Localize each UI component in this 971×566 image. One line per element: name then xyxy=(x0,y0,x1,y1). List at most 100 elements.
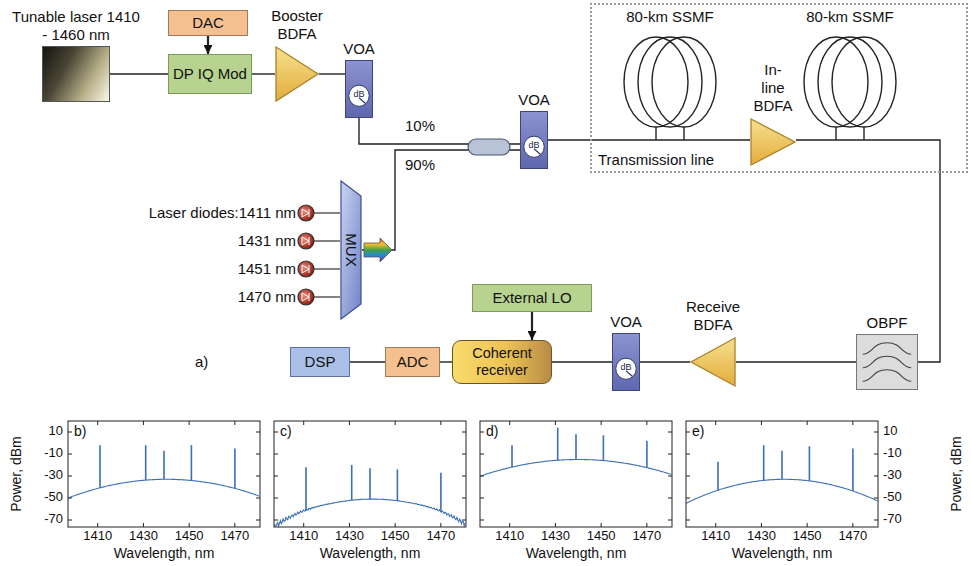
annotation: 1431 nm xyxy=(238,232,296,249)
tick-label: 1450 xyxy=(381,529,410,544)
axis-title: Power, dBm xyxy=(948,436,964,511)
box-text: External LO xyxy=(492,289,571,307)
node-outline xyxy=(275,46,319,102)
component-label: VOA xyxy=(518,91,550,109)
wdm-arrow xyxy=(364,238,392,262)
fiber-connector xyxy=(362,150,520,250)
annotation: Laser diodes:1411 nm xyxy=(149,204,296,221)
tick-label: 1430 xyxy=(129,529,158,544)
annotation: b) xyxy=(74,423,86,439)
tunable-laser: Tunable laser 1410 - 1460 nm xyxy=(42,46,110,102)
axis-title: Power, dBm xyxy=(8,436,24,511)
component-label: Tunable laser 1410 - 1460 nm xyxy=(12,8,140,44)
tick-label: -10 xyxy=(44,446,63,461)
fiber-connector xyxy=(640,361,690,362)
box-text: DSP xyxy=(305,353,336,371)
spectrum xyxy=(480,421,672,527)
laser-diodes xyxy=(298,205,340,305)
annotation: Wavelength, nm xyxy=(732,545,833,561)
fiber-connector xyxy=(736,361,856,362)
tick-label: 1450 xyxy=(793,529,822,544)
fiber-connector xyxy=(110,73,168,74)
fiber-connector xyxy=(319,73,345,74)
component-label: VOA xyxy=(343,40,375,58)
mux-trapezoid: MUX xyxy=(340,180,362,320)
node-outline xyxy=(750,118,796,166)
fiber-connector xyxy=(548,139,750,140)
annotation: Wavelength, nm xyxy=(320,545,421,561)
fiber-connector xyxy=(207,36,209,54)
tick-label: -70 xyxy=(44,512,63,527)
annotation: Wavelength, nm xyxy=(114,545,215,561)
box-text: DP IQ Mod xyxy=(173,65,247,83)
annotation: 1470 nm xyxy=(238,288,296,305)
annotation: 80-km SSMF xyxy=(806,8,894,25)
annotation: 1451 nm xyxy=(238,260,296,277)
tick-label: 1410 xyxy=(289,529,318,544)
component-label: Booster BDFA xyxy=(271,7,323,43)
filter-box: OBPF xyxy=(856,334,918,390)
process-box: ADC xyxy=(385,347,440,377)
amplifier-triangle: Booster BDFA xyxy=(275,46,319,102)
fiber-coupler xyxy=(468,139,510,155)
tick-label: 1470 xyxy=(220,529,249,544)
component-label: VOA xyxy=(610,313,642,331)
tick-label: 1470 xyxy=(426,529,455,544)
region-label: Transmission line xyxy=(598,151,714,169)
box-text: DAC xyxy=(192,14,224,32)
tick-label: -30 xyxy=(883,468,902,483)
component-label: MUX xyxy=(342,233,360,266)
coherent-receiver: Coherent receiver xyxy=(452,340,552,384)
amplifier-triangle: Receive BDFA xyxy=(690,337,736,387)
box-text: Coherent receiver xyxy=(457,345,547,378)
tick-label: 1450 xyxy=(175,529,204,544)
component-label: In-line BDFA xyxy=(753,61,792,115)
spectrum xyxy=(68,421,260,527)
component-label: Receive BDFA xyxy=(686,298,740,334)
voa-box: VOAdB xyxy=(345,60,373,118)
tick-label: 1410 xyxy=(495,529,524,544)
spectrum-plots xyxy=(68,421,878,527)
tick-label: -30 xyxy=(44,468,63,483)
annotation: a) xyxy=(195,353,208,370)
fiber-connector xyxy=(252,73,275,74)
spectrum xyxy=(274,421,466,527)
fiber-connector xyxy=(440,361,452,362)
process-box: External LO xyxy=(472,284,592,312)
tick-label: -50 xyxy=(44,490,63,505)
tick-label: 1410 xyxy=(701,529,730,544)
box-text: ADC xyxy=(397,353,429,371)
spectrum xyxy=(686,421,878,527)
fiber-connector xyxy=(796,140,940,362)
amplifier-triangle: In-line BDFA xyxy=(750,118,796,166)
tick-label: 10 xyxy=(883,424,897,439)
node-outline xyxy=(857,335,917,389)
dial-unit: dB xyxy=(620,362,631,372)
annotation: 10% xyxy=(405,117,435,134)
tick-label: 10 xyxy=(49,424,63,439)
tick-label: 1450 xyxy=(587,529,616,544)
dial-unit: dB xyxy=(528,140,539,150)
tick-label: 1470 xyxy=(632,529,661,544)
fiber-connector xyxy=(552,361,612,362)
tick-label: -70 xyxy=(883,512,902,527)
tick-label: -50 xyxy=(883,490,902,505)
process-box: DAC xyxy=(168,10,248,36)
process-box: DSP xyxy=(290,347,350,377)
tick-label: 1470 xyxy=(838,529,867,544)
annotation: c) xyxy=(280,423,292,439)
tick-label: 1430 xyxy=(747,529,776,544)
voa-box: VOAdB xyxy=(520,111,548,169)
dial-unit: dB xyxy=(353,89,364,99)
tick-label: -10 xyxy=(883,446,902,461)
tick-label: 1410 xyxy=(83,529,112,544)
annotation: 90% xyxy=(405,156,435,173)
voa-box: VOAdB xyxy=(612,333,640,391)
node-outline xyxy=(690,337,736,387)
transmission-line-region: Transmission line In-line BDFA xyxy=(590,3,968,173)
component-label: OBPF xyxy=(867,314,908,332)
fiber-connector xyxy=(531,312,533,340)
annotation: e) xyxy=(692,423,704,439)
